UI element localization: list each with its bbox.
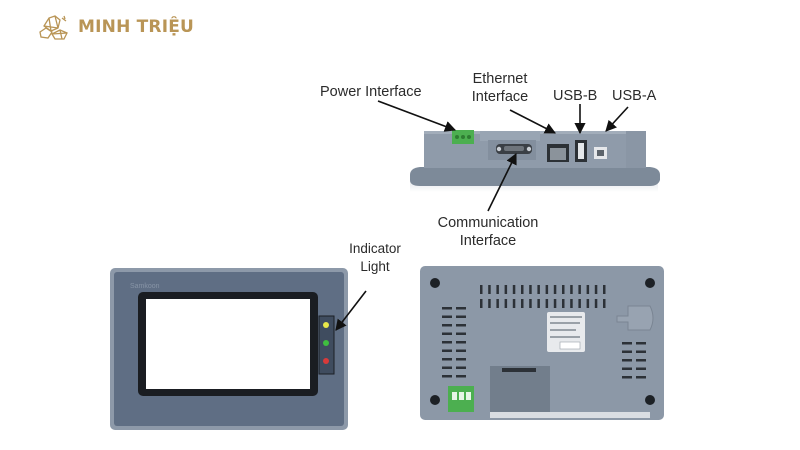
arrow-power — [377, 100, 457, 132]
vent-slot — [456, 349, 466, 352]
vent-slot — [504, 285, 508, 294]
vent-slot — [636, 367, 646, 370]
vent-slot — [496, 285, 499, 294]
vent-slot — [622, 367, 632, 370]
vent-slot — [442, 375, 452, 378]
vent-slot — [586, 285, 590, 294]
vent-slot — [578, 285, 581, 294]
vent-slot — [603, 299, 606, 308]
label-ethernet-line2: Interface — [471, 89, 529, 105]
label-usb-b: USB-B — [553, 88, 598, 104]
vent-slot — [480, 285, 483, 294]
vent-slot — [529, 285, 532, 294]
device-back-view — [420, 266, 664, 420]
vent-slot — [456, 366, 466, 369]
arrow-indicator — [335, 290, 367, 331]
vent-slot — [442, 341, 452, 344]
label-comm-line2: Interface — [459, 233, 517, 249]
label-communication-interface: Communication Interface — [428, 214, 548, 250]
label-ethernet-interface: Ethernet Interface — [468, 70, 532, 106]
vent-slot — [636, 376, 646, 379]
led-red — [323, 358, 329, 364]
label-indicator-light: Indicator Light — [344, 240, 406, 276]
usb-a-port — [575, 140, 587, 162]
vent-slot — [529, 299, 532, 308]
vent-slot — [488, 285, 491, 294]
vent-slot — [512, 285, 516, 294]
vent-slot — [545, 299, 549, 308]
back-slot — [616, 305, 654, 331]
crystal-logo-icon — [39, 15, 68, 40]
front-brand-mark: Samkoon — [130, 283, 160, 290]
vent-slot — [442, 315, 452, 318]
vent-slot — [594, 299, 598, 308]
vent-slot — [622, 350, 632, 353]
vent-slot — [537, 285, 540, 294]
vent-slot — [456, 324, 466, 327]
label-power-interface: Power Interface — [320, 84, 422, 100]
vent-slot — [622, 342, 632, 345]
led-yellow — [323, 322, 329, 328]
power-terminal — [452, 130, 474, 144]
vent-slot — [480, 299, 483, 308]
vent-slot — [603, 285, 606, 294]
vent-slot — [562, 299, 565, 308]
vent-slot — [586, 299, 590, 308]
ethernet-port — [547, 144, 569, 162]
label-indicator-line1: Indicator — [349, 241, 401, 256]
vent-slot — [636, 342, 646, 345]
label-ethernet-line1: Ethernet — [472, 71, 528, 87]
vent-slot — [456, 332, 466, 335]
vent-slot — [521, 285, 524, 294]
vent-slot — [456, 375, 466, 378]
vent-slot — [562, 285, 565, 294]
vent-slot — [456, 341, 466, 344]
vent-slot — [442, 366, 452, 369]
vent-slot — [521, 299, 524, 308]
brand-logo: MINH TRIỆU — [36, 12, 194, 42]
led-green — [323, 340, 329, 346]
vent-slot — [442, 332, 452, 335]
vent-slot — [570, 285, 573, 294]
device-front-view: Samkoon — [110, 268, 348, 430]
vent-slot — [636, 359, 646, 362]
vent-slot — [512, 299, 516, 308]
device-side-view — [410, 130, 660, 192]
arrow-comm — [487, 152, 517, 212]
label-comm-line1: Communication — [437, 215, 539, 231]
arrow-ethernet — [509, 109, 556, 134]
vent-slot — [442, 358, 452, 361]
vent-slot — [496, 299, 499, 308]
vent-slot — [442, 324, 452, 327]
vent-slot — [636, 350, 646, 353]
vent-slot — [442, 307, 452, 310]
vent-slot — [594, 285, 598, 294]
back-port-recess — [490, 366, 550, 416]
brand-name: MINH TRIỆU — [78, 17, 195, 37]
vent-slot — [570, 299, 573, 308]
label-usb-a: USB-A — [612, 88, 657, 104]
touch-screen — [146, 299, 310, 389]
vent-slot — [456, 358, 466, 361]
vent-slot — [578, 299, 581, 308]
vent-slot — [456, 315, 466, 318]
vent-slot — [488, 299, 491, 308]
vent-slot — [622, 359, 632, 362]
vent-slot — [442, 349, 452, 352]
arrow-usb-a — [605, 106, 629, 132]
vent-slot — [553, 299, 557, 308]
vent-slot — [622, 376, 632, 379]
db9-connector — [496, 144, 532, 154]
vent-slot — [456, 307, 466, 310]
vent-slot — [537, 299, 540, 308]
vent-slot — [504, 299, 508, 308]
label-indicator-line2: Light — [360, 259, 390, 274]
vent-slot — [553, 285, 557, 294]
usb-b-port — [594, 147, 607, 159]
vent-slot — [545, 285, 549, 294]
